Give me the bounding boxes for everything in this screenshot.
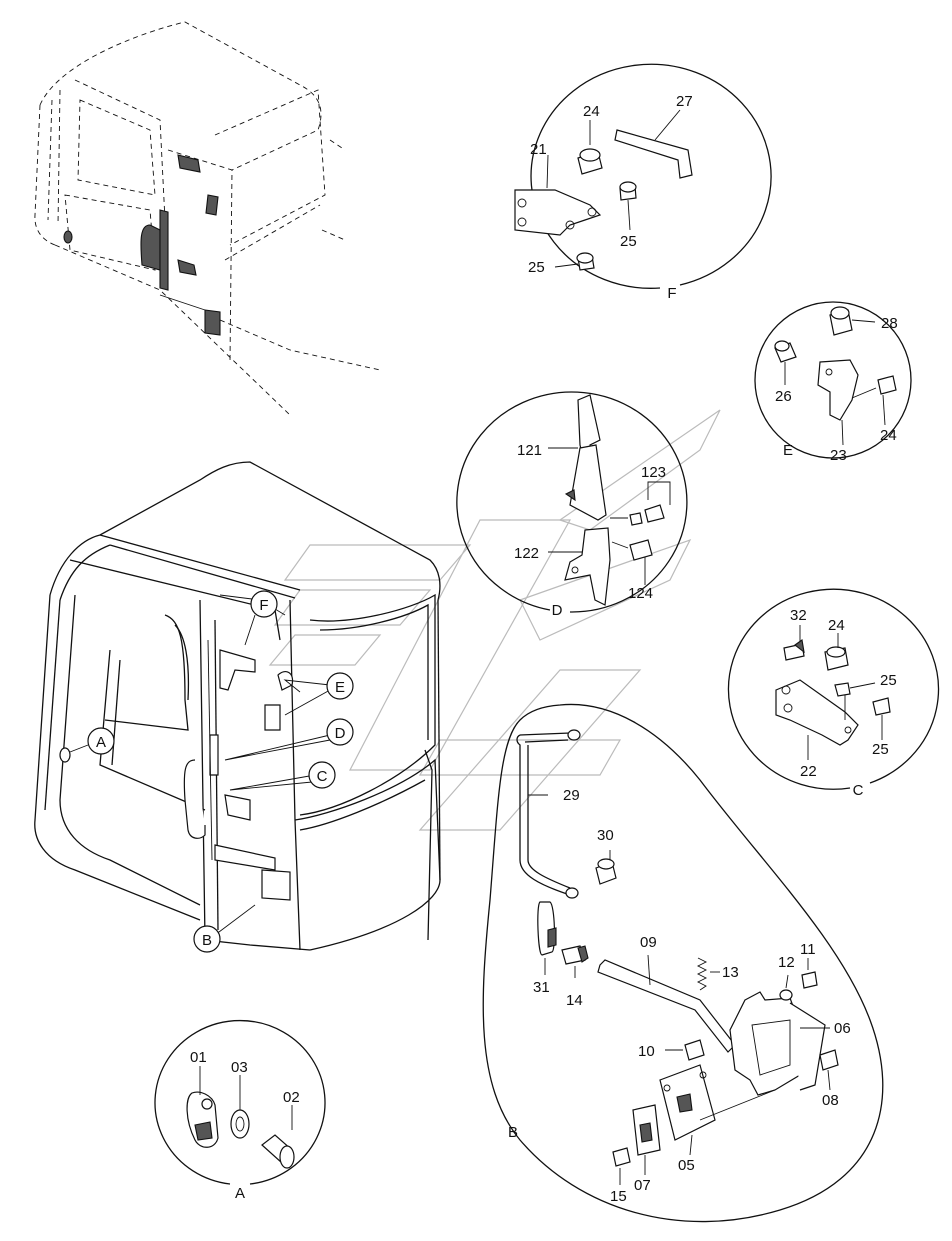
part-22: 22 [800,763,817,780]
part-121: 121 [517,442,542,459]
part-24-E: 24 [880,427,897,444]
part-03: 03 [231,1059,248,1076]
detail-D-label: D [552,602,563,619]
cab-main [34,461,441,951]
part-11: 11 [800,941,816,958]
part-21: 21 [530,141,547,158]
detail-B: B [482,703,884,1223]
part-25-C1: 25 [880,672,897,689]
svg-text:A: A [96,734,106,751]
detail-F-label: F [667,285,676,302]
part-15: 15 [610,1188,627,1205]
svg-text:E: E [335,679,345,696]
part-06: 06 [834,1020,851,1037]
svg-text:F: F [259,597,268,614]
part-13: 13 [722,964,739,981]
callout-E: E [326,672,354,700]
part-23: 23 [830,447,847,464]
part-02: 02 [283,1089,300,1106]
part-26: 26 [775,388,792,405]
part-25b: 25 [528,259,545,276]
detail-B-label: B [508,1124,518,1141]
part-24: 24 [583,103,600,120]
cab-overview-small [34,21,381,416]
callout-F: F [250,590,278,618]
part-28: 28 [881,315,898,332]
part-123: 123 [641,464,666,481]
callout-D: D [326,718,354,746]
svg-text:D: D [335,725,346,742]
part-08: 08 [822,1092,839,1109]
part-10: 10 [638,1043,655,1060]
part-30: 30 [597,827,614,844]
detail-C: C 32 24 25 25 22 [727,588,940,799]
detail-A: A 01 03 02 [154,1020,326,1202]
part-01: 01 [190,1049,207,1066]
part-27: 27 [676,93,693,110]
callout-B: B [193,925,221,953]
part-122: 122 [514,545,539,562]
part-25a: 25 [620,233,637,250]
detail-C-label: C [853,782,864,799]
callout-C: C [308,761,336,789]
callout-A: A [87,727,115,755]
part-12: 12 [778,954,795,971]
detail-E-label: E [783,442,793,459]
part-25-C2: 25 [872,741,889,758]
part-07: 07 [634,1177,651,1194]
part-32: 32 [790,607,807,624]
part-124: 124 [628,585,653,602]
part-24-C: 24 [828,617,845,634]
svg-text:C: C [317,768,328,785]
part-31: 31 [533,979,550,996]
detail-A-label: A [235,1185,245,1202]
detail-E: E 28 26 23 24 [754,301,912,464]
watermark-logo [268,409,721,831]
part-29: 29 [563,787,580,804]
part-05: 05 [678,1157,695,1174]
part-14: 14 [566,992,583,1009]
detail-F: F 21 24 27 25 25 [514,63,772,302]
svg-text:B: B [202,932,212,949]
detail-D: D 121 123 122 124 [456,391,688,619]
part-09: 09 [640,934,657,951]
callout-leaders [69,614,331,936]
